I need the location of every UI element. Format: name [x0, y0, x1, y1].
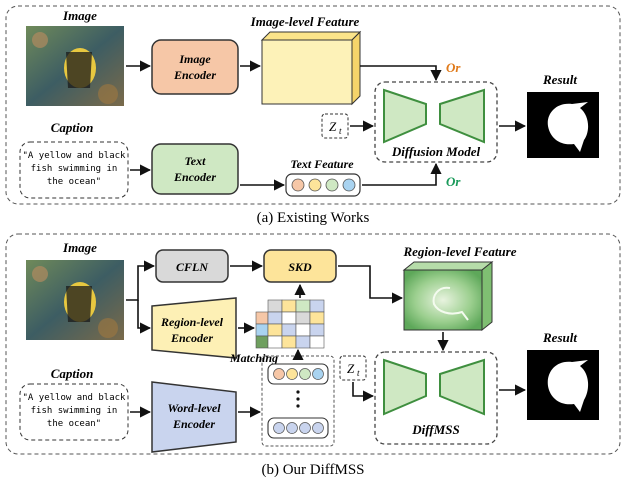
word-encoder-box: Word-level Encoder [151, 381, 237, 453]
caption-a-line2: fish swimming in [31, 164, 118, 174]
result-mask-b [527, 350, 599, 420]
panel-a: Image Image Encoder Image-level Feature … [5, 5, 621, 205]
zt-symbol-b: Z [347, 361, 355, 376]
or-bottom-label: Or [446, 174, 461, 189]
caption-box-b: "A yellow and black fish swimming in the… [19, 383, 129, 441]
cfln-box: CFLN [155, 249, 229, 283]
text-feature-tokens [285, 173, 361, 197]
result-title-b: Result [542, 330, 577, 345]
region-level-feature-title: Region-level Feature [402, 244, 516, 259]
region-encoder-box: Region-level Encoder [151, 297, 237, 359]
caption-b-line1: "A yellow and black [23, 393, 127, 403]
fish-photo-b [26, 260, 124, 340]
image-title-b: Image [62, 240, 97, 255]
result-mask-a [527, 92, 599, 158]
panel-a-caption: (a) Existing Works [257, 210, 370, 226]
or-top-label: Or [446, 60, 461, 75]
word-encoder-line1: Word-level [167, 401, 221, 415]
skd-box: SKD [263, 249, 337, 283]
region-encoder-line1: Region-level [160, 315, 224, 329]
panel-b: Image CFLN SKD Region-level Feature Regi… [5, 233, 621, 455]
caption-title-b: Caption [51, 366, 94, 381]
zt-box-a: Z t [321, 113, 349, 139]
matching-grid [255, 299, 325, 349]
region-level-feature-block [402, 260, 494, 332]
diffmss-box: DiffMSS [374, 351, 498, 445]
text-encoder-line1: Text [185, 154, 207, 168]
fish-photo [26, 26, 124, 106]
text-feature-title: Text Feature [290, 157, 354, 171]
caption-title-a: Caption [51, 120, 94, 135]
image-title: Image [62, 8, 97, 23]
image-encoder-line1: Image [178, 52, 211, 66]
image-level-feature-title: Image-level Feature [250, 14, 360, 29]
caption-b-line3: the ocean" [47, 419, 101, 429]
diffusion-model-box: Diffusion Model [374, 81, 498, 163]
word-features-box [261, 355, 335, 447]
region-encoder-line2: Encoder [170, 331, 213, 345]
skd-label: SKD [288, 260, 312, 274]
text-encoder-box: Text Encoder [151, 143, 239, 195]
zt-symbol: Z [329, 119, 337, 134]
diffusion-model-label: Diffusion Model [391, 144, 481, 159]
caption-box-a: "A yellow and black fish swimming in the… [19, 141, 129, 199]
text-encoder-line2: Encoder [173, 170, 216, 184]
image-encoder-box: Image Encoder [151, 39, 239, 95]
image-encoder-line2: Encoder [173, 68, 216, 82]
caption-a-line3: the ocean" [47, 177, 101, 187]
result-title-a: Result [542, 72, 577, 87]
panel-b-frame [5, 233, 621, 455]
zt-box-b: Z t [339, 355, 367, 381]
caption-a-line1: "A yellow and black [23, 151, 127, 161]
diffmss-label: DiffMSS [411, 422, 459, 437]
image-level-feature-block [260, 30, 362, 106]
zt-subscript-b: t [357, 368, 360, 378]
panel-a-frame [5, 5, 621, 205]
word-encoder-line2: Encoder [172, 417, 215, 431]
arrows-b [126, 260, 527, 418]
caption-b-line2: fish swimming in [31, 406, 118, 416]
matching-label: Matching [229, 351, 278, 365]
arrows-a [126, 60, 527, 191]
panel-b-caption: (b) Our DiffMSS [261, 462, 364, 478]
cfln-label: CFLN [176, 260, 209, 274]
zt-subscript: t [339, 126, 342, 136]
